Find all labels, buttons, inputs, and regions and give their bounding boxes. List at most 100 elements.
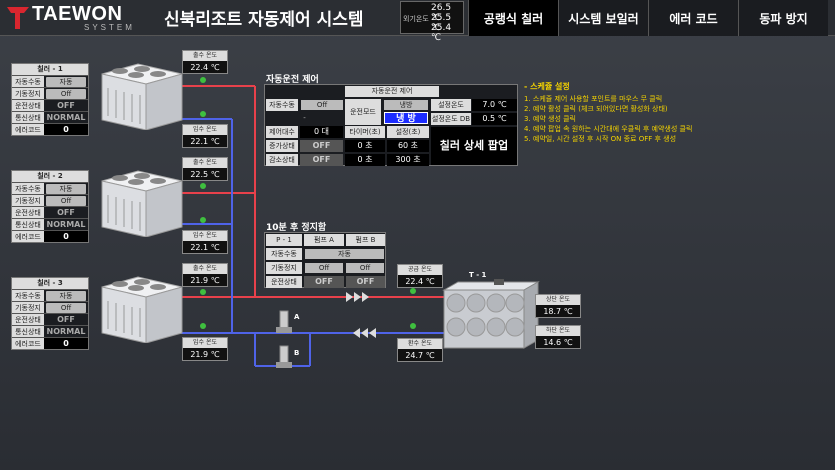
brand-name: TAEWON — [32, 3, 123, 25]
temp-label: 입수 온도 — [183, 231, 227, 241]
chiller-2-start-select[interactable]: Off — [46, 196, 86, 206]
chiller-1-supply-temp: 출수 온도 22.4 ℃ — [182, 50, 228, 74]
schedule-line: 1. 스케쥴 제어 사용할 포인트를 마우스 무 클릭 — [524, 95, 663, 103]
pump-a-run-state: OFF — [304, 276, 344, 288]
pump-control-panel: P - 1 펌프 A 펌프 B 자동수동 자동 기동정지 Off Off 운전상… — [264, 232, 386, 288]
auto-dash: - — [303, 114, 306, 122]
temp-value: 22.4 ℃ — [405, 277, 435, 286]
tab-freeze-protect[interactable]: 동파 방지 — [738, 0, 828, 36]
schedule-line: 4. 예약 팝업 속 원하는 시간대에 우클릭 후 예약생성 클릭 — [524, 125, 693, 133]
set-db-value[interactable]: 0.5 ℃ — [472, 113, 517, 125]
increase-state: OFF — [300, 140, 343, 152]
decrease-setting[interactable]: 300 초 — [387, 154, 429, 166]
row-label: 에러코드 — [12, 231, 44, 242]
row-label: 자동수동 — [12, 76, 44, 87]
chiller-1-title: 칠러 - 1 — [12, 64, 88, 75]
row-label: 기동정지 — [12, 195, 44, 206]
pump-auto-select[interactable]: 자동 — [305, 249, 384, 259]
temp-value: 22.1 ℃ — [190, 137, 220, 146]
chiller-3-icon[interactable] — [96, 273, 184, 343]
chiller-1-comm-state: NORMAL — [46, 113, 86, 122]
pump-a-tag: A — [294, 313, 300, 321]
row-label: 운전상태 — [12, 314, 44, 325]
chiller-1-auto-select[interactable]: 자동 — [46, 77, 86, 87]
temp-label: 출수 온도 — [183, 51, 227, 61]
chiller-1-start-select[interactable]: Off — [46, 89, 86, 99]
auto-control-header: 자동운전 제어 — [345, 86, 439, 97]
outdoor-temp-label: 외기온도 — [403, 15, 429, 23]
row-label: 운전상태 — [12, 100, 44, 111]
pump-a-start-select[interactable]: Off — [305, 263, 343, 273]
set-temp-value[interactable]: 7.0 ℃ — [472, 99, 517, 111]
temp-value: 22.5 ℃ — [190, 170, 220, 179]
mode-select[interactable]: 냉방 — [384, 100, 428, 110]
chiller-3-title: 칠러 - 3 — [12, 278, 88, 289]
pump-b-start-select[interactable]: Off — [346, 263, 384, 273]
chiller-2-auto-select[interactable]: 자동 — [46, 184, 86, 194]
decrease-label: 감소상태 — [266, 154, 298, 166]
row-label: 자동수동 — [12, 183, 44, 194]
pump-b-tag: B — [294, 349, 300, 357]
tab-air-chiller[interactable]: 공랭식 칠러 — [468, 0, 558, 36]
chiller-1-run-state: OFF — [57, 101, 75, 110]
temp-value: 22.4 ℃ — [190, 63, 220, 72]
row-label: 기동정지 — [12, 302, 44, 313]
temp-label: 입수 온도 — [183, 338, 227, 348]
chiller-1-return-temp: 입수 온도 22.1 ℃ — [182, 124, 228, 148]
pump-b-icon — [276, 345, 292, 368]
taewon-logo-icon — [7, 7, 29, 29]
outdoor-temp-1: 26.5 ℃ — [431, 3, 452, 23]
tank-upper-temp: 상단 온도 18.7 ℃ — [535, 294, 581, 318]
row-label: 기동정지 — [12, 88, 44, 99]
pump-run-label: 운전상태 — [266, 276, 302, 288]
auto-control-panel: 자동운전 제어 자동수동 Off - 운전모드 냉방 냉 방 설정온도 7.0 … — [264, 84, 518, 166]
row-label: 통신상태 — [12, 112, 44, 123]
pump-a-header: 펌프 A — [304, 234, 344, 246]
temp-label: 출수 온도 — [183, 264, 227, 274]
chiller-3-start-select[interactable]: Off — [46, 303, 86, 313]
schedule-notes: - 스케쥴 설정 1. 스케쥴 제어 사용할 포인트를 마우스 무 클릭 2. … — [524, 82, 692, 144]
units-label: 제어대수 — [266, 126, 298, 138]
tank-label: T - 1 — [469, 271, 487, 279]
schedule-line: 5. 예약일, 시간 설정 후 시작 ON 종료 OFF 후 생성 — [524, 135, 677, 143]
chiller-3-auto-select[interactable]: 자동 — [46, 291, 86, 301]
increase-timer: 0 초 — [345, 140, 385, 152]
mode-label: 운전모드 — [345, 99, 381, 125]
chiller-2-comm-state: NORMAL — [46, 220, 86, 229]
mode-display: 냉 방 — [384, 112, 428, 124]
page-title: 신북리조트 자동제어 시스템 — [164, 10, 364, 30]
pump-control-title: 10분 후 정지함 — [266, 223, 327, 233]
temp-value: 21.9 ℃ — [190, 276, 220, 285]
chiller-3-supply-temp: 출수 온도 21.9 ℃ — [182, 263, 228, 287]
temp-label: 환수 온도 — [398, 339, 442, 349]
chiller-2-icon[interactable] — [96, 167, 184, 237]
chiller-3-comm-state: NORMAL — [46, 327, 86, 336]
row-label: 운전상태 — [12, 207, 44, 218]
temp-value: 24.7 ℃ — [405, 351, 435, 360]
pump-start-label: 기동정지 — [266, 262, 302, 274]
temp-label: 상단 온도 — [536, 295, 580, 305]
chiller-1-icon[interactable] — [96, 60, 184, 130]
pump-b-header: 펌프 B — [346, 234, 385, 246]
pump-a-icon — [276, 310, 292, 333]
auto-manual-select[interactable]: Off — [301, 100, 343, 110]
chiller-2-error-code: 0 — [44, 231, 88, 242]
tab-system-boiler[interactable]: 시스템 보일러 — [558, 0, 648, 36]
outdoor-temp-3: 25.4 ℃ — [431, 23, 452, 43]
chiller-detail-popup-button[interactable]: 칠러 상세 팝업 — [431, 127, 517, 165]
units-value: 0 대 — [300, 126, 343, 138]
auto-control-title: 자동운전 제어 — [266, 75, 319, 85]
increase-setting[interactable]: 60 초 — [387, 140, 429, 152]
chiller-2-title: 칠러 - 2 — [12, 171, 88, 182]
tab-error-code[interactable]: 에러 코드 — [648, 0, 738, 36]
temp-label: 입수 온도 — [183, 125, 227, 135]
temp-value: 18.7 ℃ — [543, 307, 573, 316]
pump-p-label: P - 1 — [266, 234, 302, 246]
pump-auto-label: 자동수동 — [266, 248, 302, 260]
